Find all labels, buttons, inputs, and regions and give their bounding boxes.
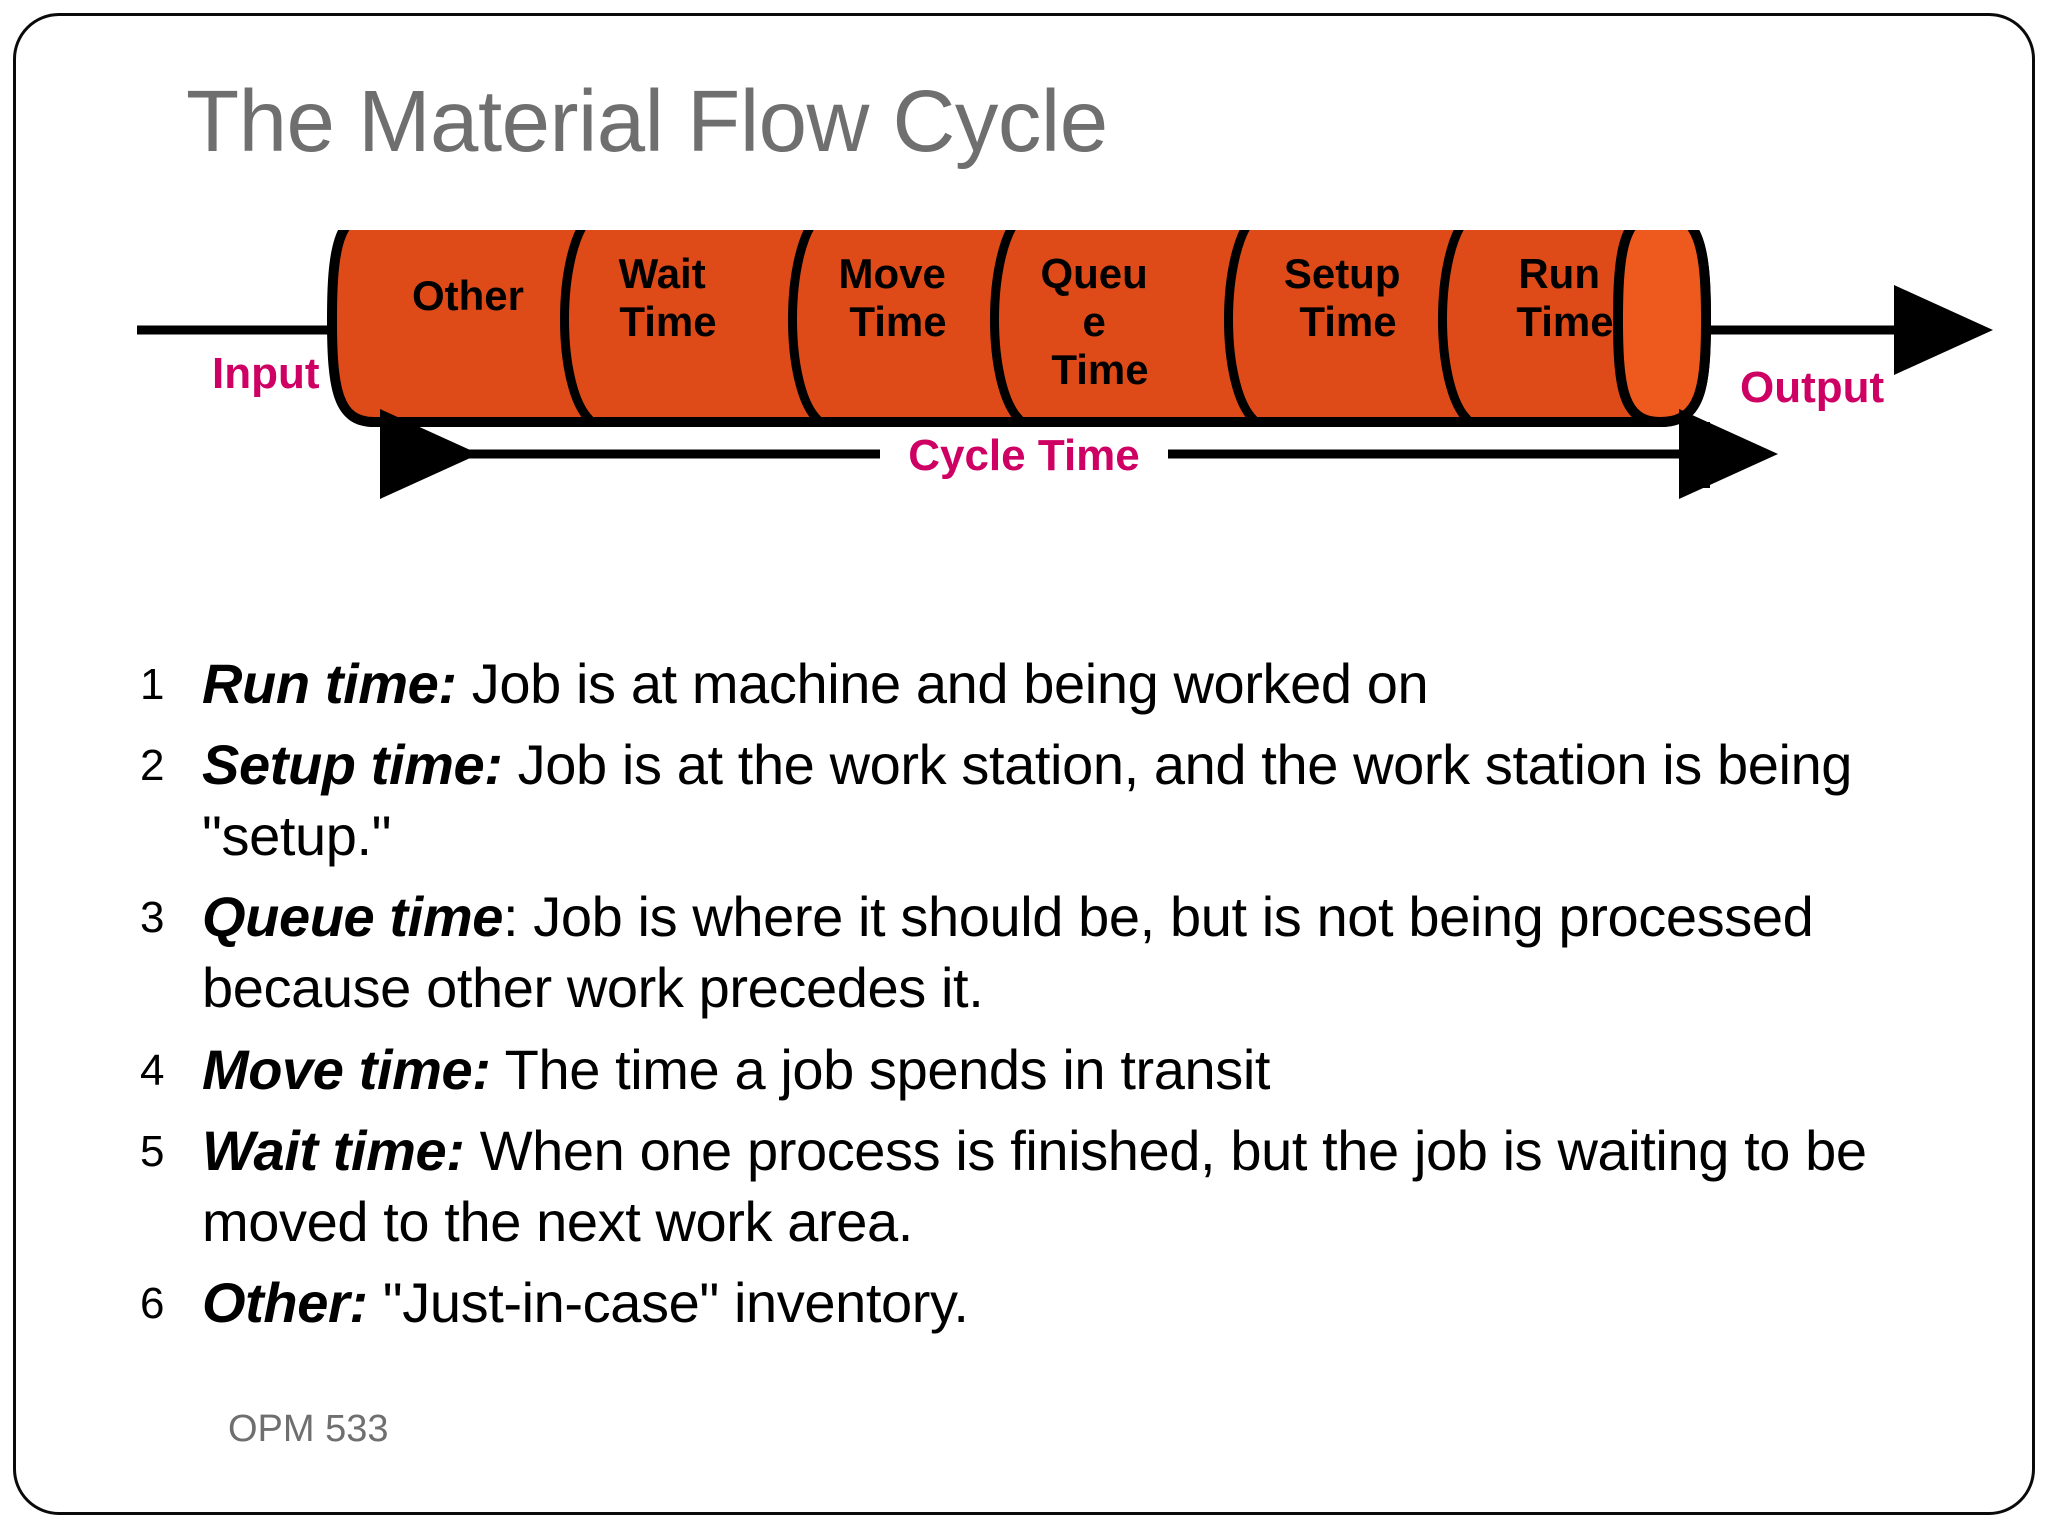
cylinder-body (327, 230, 1711, 427)
segment-divider-1 (560, 230, 594, 424)
material-flow-diagram: Other Wait Time Move Time Queu e Time Se… (0, 230, 2048, 630)
list-item-description: : Job is where it should be, but is not … (202, 885, 1814, 1020)
segment-divider-2 (788, 230, 822, 424)
list-item: 4 Move time: The time a job spends in tr… (140, 1034, 1950, 1105)
list-item-description: Job is at machine and being worked on (456, 652, 1429, 715)
list-item-term: Setup time: (202, 733, 503, 797)
definition-list: 1 Run time: Job is at machine and being … (140, 648, 1950, 1348)
segment-label-setup: Setup Time (1284, 250, 1412, 345)
list-item-term: Run time: (202, 652, 457, 715)
list-item-term: Other: (202, 1270, 368, 1334)
segment-label-run: Run Time (1516, 250, 1613, 345)
segment-label-queue: Queu e Time (1040, 250, 1159, 393)
list-item-description: The time a job spends in transit (490, 1037, 1271, 1101)
list-item-number: 1 (140, 660, 165, 709)
list-item-text: Wait time: When one process is finished,… (202, 1115, 1950, 1257)
list-item-text: Run time: Job is at machine and being wo… (202, 648, 1950, 719)
list-item-description: When one process is finished, but the jo… (202, 1118, 1867, 1253)
segment-label-other: Other (412, 272, 524, 319)
list-item-number: 5 (140, 1126, 165, 1176)
segment-label-wait: Wait Time (619, 250, 718, 345)
input-label: Input (212, 349, 320, 398)
list-item-text: Other: "Just-in-case" inventory. (202, 1267, 1950, 1338)
segment-divider-5 (1438, 230, 1472, 424)
segment-divider-3 (990, 230, 1024, 424)
list-item-description: Job is at the work station, and the work… (202, 733, 1853, 868)
list-item-text: Queue time: Job is where it should be, b… (202, 881, 1950, 1023)
segment-divider-4 (1224, 230, 1258, 424)
list-item: 1 Run time: Job is at machine and being … (140, 648, 1950, 719)
list-item-description: "Just-in-case" inventory. (367, 1270, 969, 1334)
list-item-number: 6 (140, 1278, 165, 1328)
list-item-text: Move time: The time a job spends in tran… (202, 1034, 1950, 1105)
list-item-number: 4 (140, 1045, 165, 1095)
segment-label-move: Move Time (838, 250, 957, 345)
course-code-footer: OPM 533 (228, 1408, 389, 1450)
list-item-text: Setup time: Job is at the work station, … (202, 729, 1950, 871)
list-item-term: Wait time: (202, 1118, 465, 1182)
list-item: 6 Other: "Just-in-case" inventory. (140, 1267, 1950, 1338)
list-item: 2 Setup time: Job is at the work station… (140, 729, 1950, 871)
list-item: 3 Queue time: Job is where it should be,… (140, 881, 1950, 1023)
cylinder-end-cap (1612, 230, 1712, 428)
list-item-number: 2 (140, 741, 165, 791)
list-item: 5 Wait time: When one process is finishe… (140, 1115, 1950, 1257)
cycle-time-label: Cycle Time (908, 431, 1140, 480)
list-item-number: 3 (140, 893, 165, 943)
output-label: Output (1740, 363, 1885, 412)
list-item-term: Move time: (202, 1037, 491, 1101)
list-item-term: Queue time (202, 885, 503, 949)
page-title: The Material Flow Cycle (186, 73, 1108, 170)
